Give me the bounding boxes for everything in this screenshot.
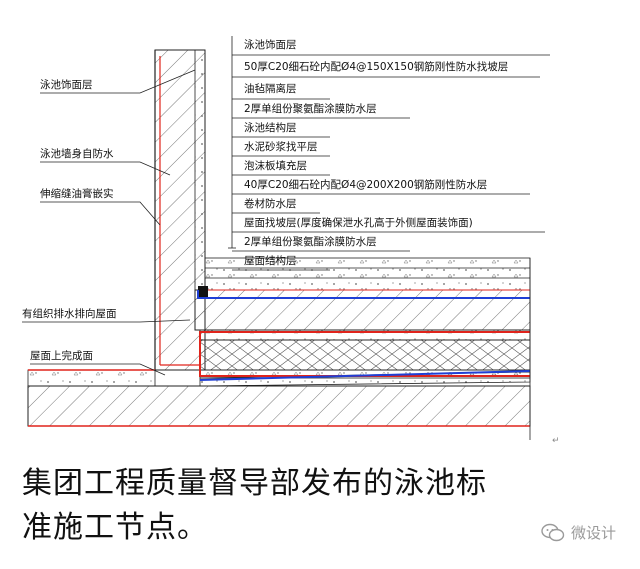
- paragraph-mark: ↵: [552, 436, 560, 446]
- wechat-icon: [541, 523, 565, 541]
- label-wall-self-waterproof: 泳池墙身自防水: [40, 147, 114, 160]
- label-pu-membrane-1: 2厚单组份聚氨酯涂膜防水层: [244, 102, 377, 115]
- label-roll-membrane: 卷材防水层: [244, 197, 297, 210]
- label-joint-sealant: 伸缩缝油膏嵌实: [40, 187, 114, 200]
- pool-floor-layers: [194, 257, 531, 331]
- label-rigid-waterproof: 40厚C20细石砼内配Ø4@200X200钢筋刚性防水层: [244, 178, 487, 191]
- expansion-joint: [159, 56, 200, 366]
- label-pool-structure: 泳池结构层: [244, 121, 297, 134]
- label-roof-structure: 屋面结构层: [244, 254, 297, 267]
- label-pu-membrane-2: 2厚单组份聚氨酯涂膜防水层: [244, 235, 377, 248]
- pool-waterproof-line: [197, 290, 530, 299]
- right-leaders: [228, 36, 550, 271]
- caption-line-2: 准施工节点。: [22, 510, 208, 545]
- right-labels: 泳池饰面层 50厚C20细石砼内配Ø4@150X150钢筋刚性防水找坡层 油毡隔…: [244, 38, 508, 267]
- label-pool-finish: 泳池饰面层: [244, 38, 297, 51]
- roof-layers: [199, 329, 531, 387]
- left-leaders: [22, 69, 196, 376]
- watermark-text: 微设计: [570, 524, 616, 542]
- label-roof-slope: 屋面找坡层(厚度确保泄水孔高于外侧屋面装饰面): [244, 216, 473, 229]
- label-left-pool-finish: 泳池饰面层: [40, 78, 93, 91]
- caption: 集团工程质量督导部发布的泳池标 准施工节点。: [22, 462, 622, 550]
- label-felt-isolation: 油毡隔离层: [244, 82, 297, 95]
- roof-blue-line: [199, 370, 531, 381]
- label-foam-fill: 泡沫板填充层: [244, 159, 307, 172]
- label-rigid-slope-layer: 50厚C20细石砼内配Ø4@150X150钢筋刚性防水找坡层: [244, 60, 508, 73]
- label-roof-finish-surface: 屋面上完成面: [30, 349, 93, 362]
- roof-structure: [27, 258, 531, 440]
- label-mortar-leveling: 水泥砂浆找平层: [244, 140, 318, 153]
- construction-node-drawing: 泳池饰面层 50厚C20细石砼内配Ø4@150X150钢筋刚性防水找坡层 油毡隔…: [22, 36, 550, 440]
- left-labels: 泳池饰面层 泳池墙身自防水 伸缩缝油膏嵌实 有组织排水排向屋面 屋面上完成面: [22, 78, 117, 362]
- label-organized-drainage: 有组织排水排向屋面: [22, 307, 117, 320]
- caption-line-1: 集团工程质量督导部发布的泳池标: [22, 466, 487, 501]
- watermark: 微设计: [541, 522, 616, 543]
- pool-wall: [154, 49, 206, 371]
